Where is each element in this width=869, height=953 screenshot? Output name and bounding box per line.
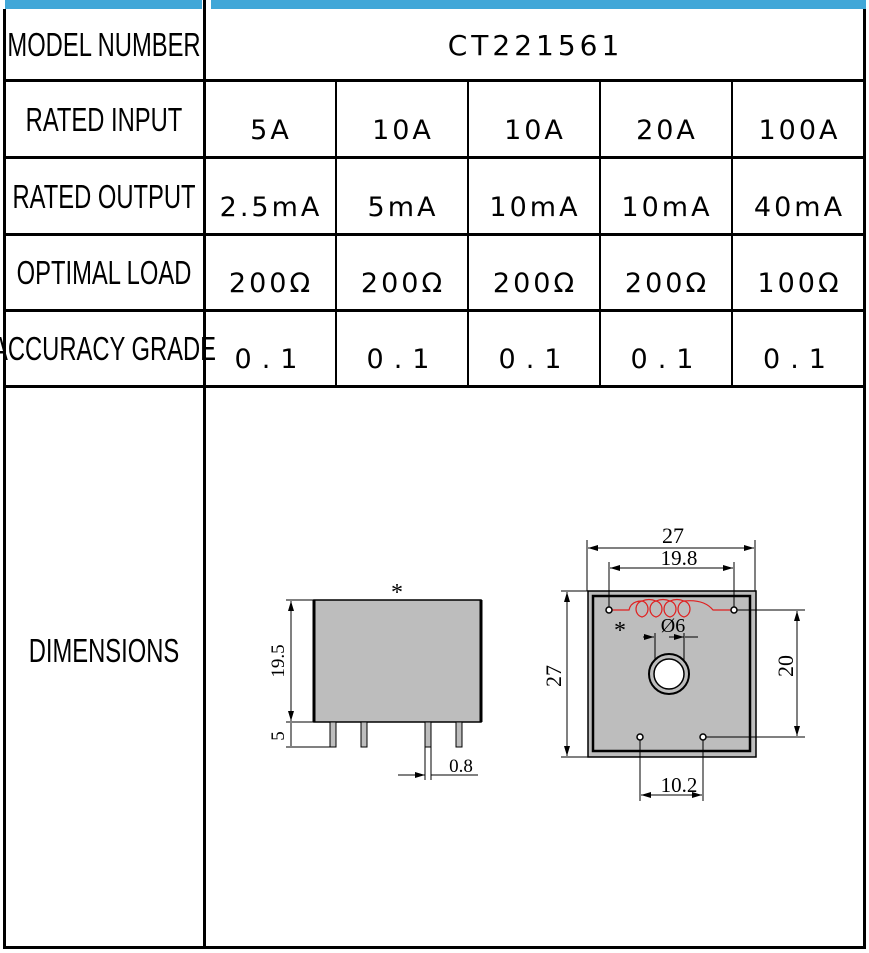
- spec-table: [3, 9, 866, 949]
- optimal-load-cell: 200Ω: [492, 268, 578, 299]
- accuracy-grade-cell: 0.1: [498, 344, 572, 375]
- label-dimensions: DIMENSIONS: [28, 631, 180, 669]
- rated-input-cell: 10A: [372, 115, 434, 146]
- rated-output-cell: 10mA: [621, 192, 713, 223]
- dim-pin-spacing-bottom: 10.2: [661, 773, 698, 797]
- accuracy-grade-cell: 0.1: [234, 344, 308, 375]
- polarity-mark: *: [391, 580, 403, 606]
- dim-pin-length: 5: [268, 731, 289, 741]
- accuracy-grade-cell: 0.1: [366, 344, 440, 375]
- side-view: * 19.5 5 0.8: [268, 580, 483, 780]
- accuracy-grade-cell: 0.1: [763, 344, 836, 375]
- rated-input-cell: 5A: [250, 115, 292, 146]
- rated-input-cell: 10A: [504, 115, 566, 146]
- rated-input-cell: 20A: [636, 115, 698, 146]
- coil-icon: [612, 598, 732, 618]
- label-rated-output: RATED OUTPUT: [12, 177, 196, 215]
- header-accent-bar: [5, 0, 202, 9]
- dim-height: 27: [541, 665, 566, 687]
- label-rated-input: RATED INPUT: [25, 100, 183, 138]
- dim-pin-spacing-vertical: 20: [773, 655, 798, 677]
- label-model-number: MODEL NUMBER: [7, 26, 201, 63]
- optimal-load-cell: 200Ω: [228, 268, 314, 299]
- header-accent-bar: [211, 0, 866, 9]
- dim-pin-spacing-top: 19.8: [661, 546, 698, 570]
- rated-input-cell: 100A: [758, 115, 841, 146]
- dim-pin-width: 0.8: [449, 756, 473, 777]
- optimal-load-cell: 200Ω: [360, 268, 446, 299]
- optimal-load-cell: 100Ω: [757, 268, 842, 299]
- model-number-value: CT221561: [447, 28, 624, 62]
- label-optimal-load: OPTIMAL LOAD: [16, 254, 192, 291]
- dim-side-height: 19.5: [268, 644, 289, 677]
- dim-hole-diameter: Ø6: [661, 615, 685, 637]
- rated-output-cell: 5mA: [367, 192, 439, 223]
- rated-output-cell: 40mA: [753, 192, 846, 223]
- polarity-mark: *: [614, 618, 626, 644]
- accuracy-grade-cell: 0.1: [630, 344, 704, 375]
- dim-width: 27: [662, 523, 684, 548]
- optimal-load-cell: 200Ω: [624, 268, 710, 299]
- rated-output-cell: 10mA: [489, 192, 581, 223]
- top-view: * 27 19.8 27 Ø6 20 10.2: [541, 523, 805, 801]
- rated-output-cell: 2.5mA: [219, 192, 323, 223]
